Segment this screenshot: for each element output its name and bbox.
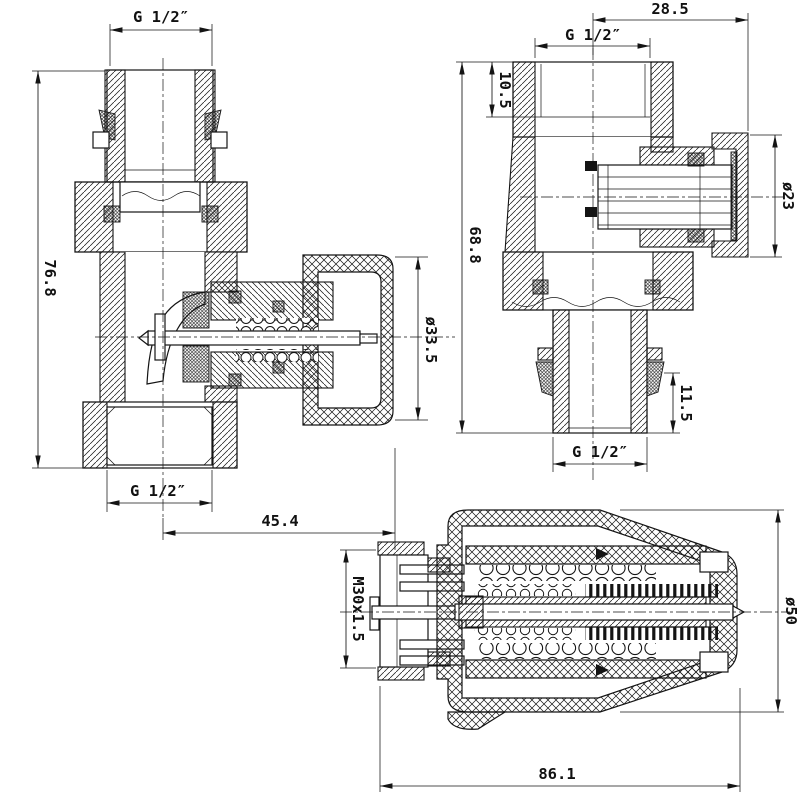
dim-v1-top-thread: G 1/2″ [133, 8, 189, 26]
view-angle-valve-side [74, 58, 455, 518]
dim-v2-offset: 28.5 [651, 0, 688, 18]
dim-v2-top-thread: G 1/2″ [565, 26, 621, 44]
dimensions-valve-side: G 1/2″ 76.8 ø33.5 G 1/2″ 45.4 [32, 8, 440, 550]
dim-v2-height: 68.8 [466, 226, 484, 263]
dim-v1-center-to-face: 45.4 [261, 512, 298, 530]
dimensions-thermostatic-head: M30x1.5 ø50 86.1 [340, 509, 800, 792]
dim-v2-bottom-thread: G 1/2″ [572, 443, 628, 461]
dim-v1-height: 76.8 [41, 259, 59, 296]
dim-v2-thread-depth: 10.5 [496, 71, 514, 108]
dim-v3-length: 86.1 [538, 765, 575, 783]
dim-v2-outlet-diameter: ø23 [779, 182, 797, 210]
dim-v2-thread-length: 11.5 [677, 384, 695, 421]
view-thermostatic-head [340, 509, 790, 730]
dim-v3-head-diameter: ø50 [782, 597, 800, 625]
dim-v1-knob-diameter: ø33.5 [422, 317, 440, 364]
dimensions-valve-front: 28.5 G 1/2″ 10.5 68.8 ø23 11.5 G 1/2″ [456, 0, 797, 472]
dim-v3-connection-thread: M30x1.5 [349, 576, 367, 641]
dim-v1-bottom-thread: G 1/2″ [130, 482, 186, 500]
view-angle-valve-front [502, 48, 792, 482]
